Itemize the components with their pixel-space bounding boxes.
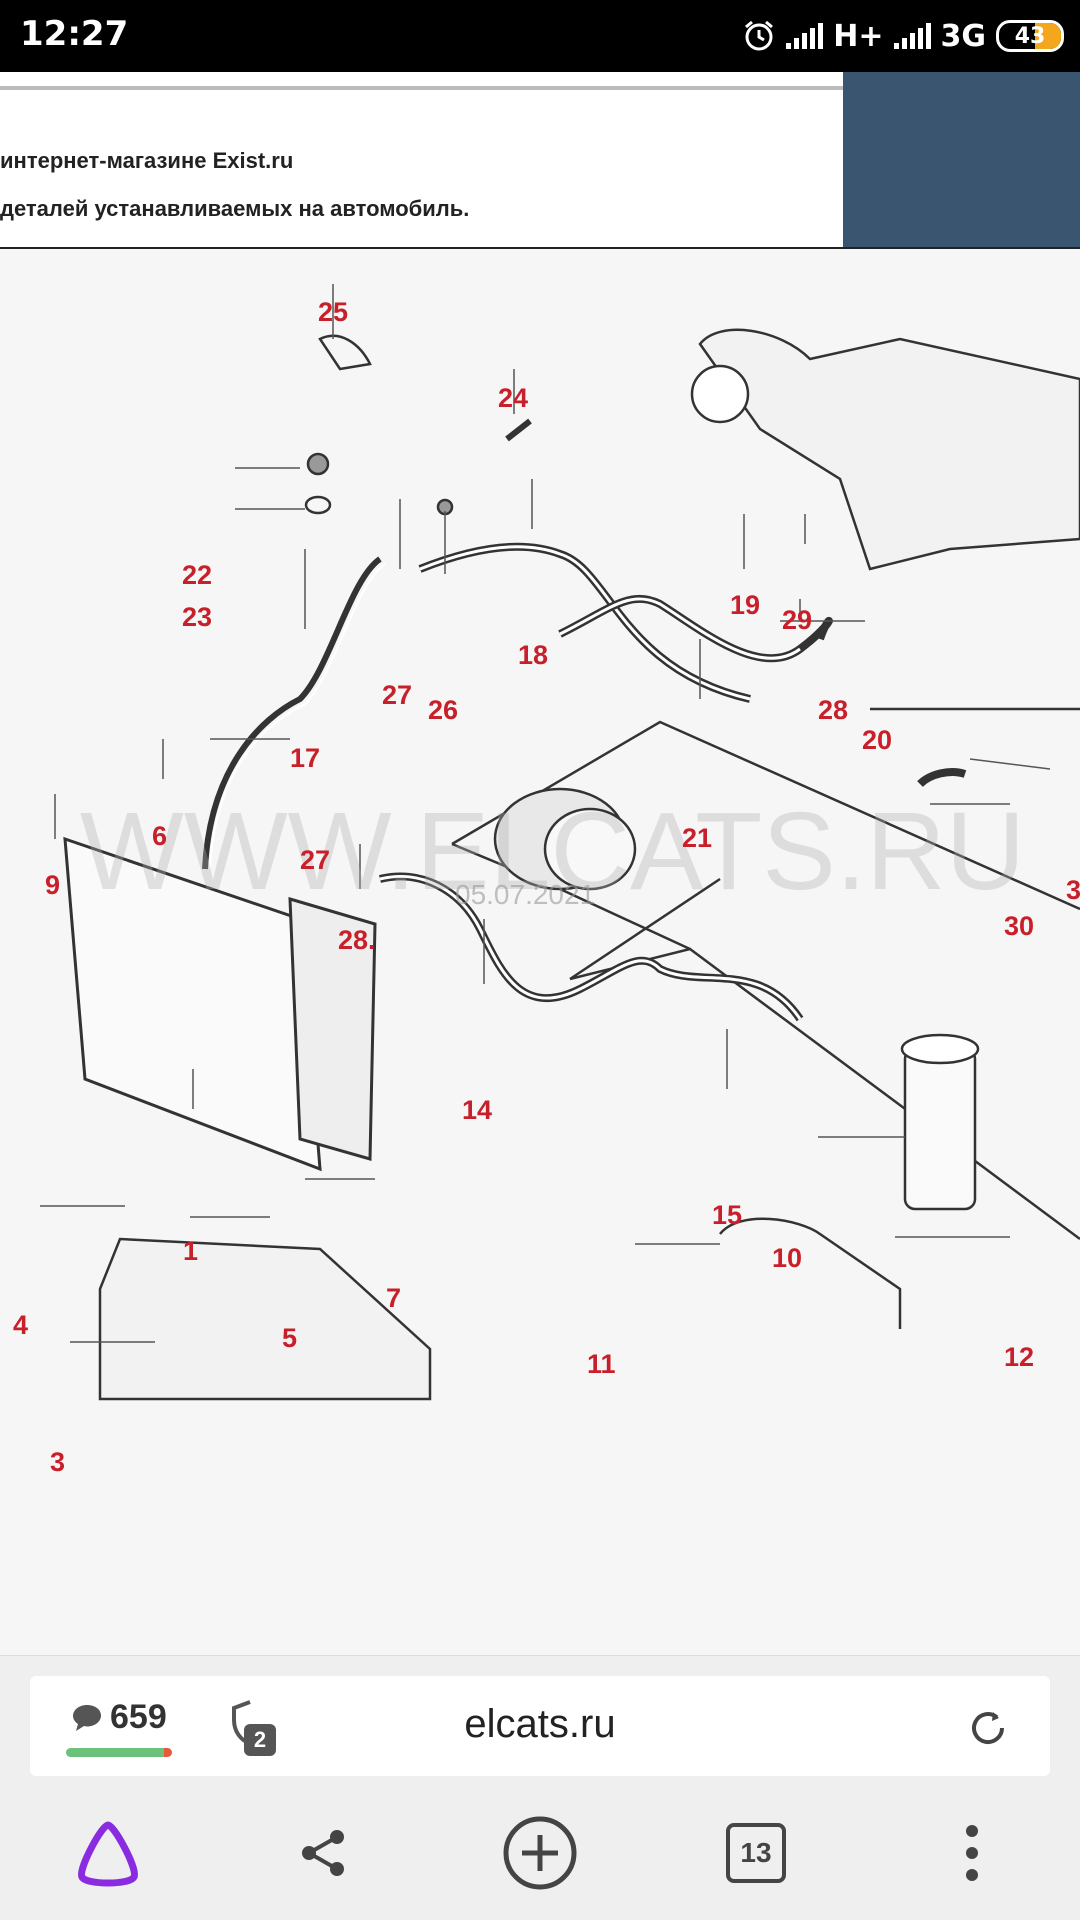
browser-bottom-bar: 659 2 elcats.ru	[0, 1655, 1080, 1786]
diagram-date: 05.07.2021	[455, 879, 595, 910]
part-label[interactable]: 26	[428, 695, 458, 725]
menu-button[interactable]	[932, 1813, 1012, 1893]
part-label[interactable]: 21	[682, 823, 712, 853]
part-label[interactable]: 4	[13, 1310, 28, 1340]
part-label[interactable]: 18	[518, 640, 548, 670]
diagram-watermark: WWW.ELCATS.RU	[80, 790, 1025, 913]
part-label[interactable]: 11	[587, 1349, 616, 1379]
parts-diagram[interactable]: WWW.ELCATS.RU 05.07.2021 25 24 22 23 18 27 26 1…	[0, 249, 1080, 1655]
page-url[interactable]: elcats.ru	[464, 1702, 616, 1746]
status-bar: 12:27 H+ 3G 43	[0, 0, 1080, 72]
parts-diagram-drawing: WWW.ELCATS.RU 05.07.2021 25 24 22 23 18 27 26 1…	[13, 284, 1080, 1477]
part-label[interactable]: 9	[45, 870, 60, 900]
battery-level: 43	[1014, 23, 1046, 49]
rating-positive	[66, 1748, 164, 1757]
part-label[interactable]: 1	[183, 1236, 198, 1266]
part-label[interactable]: 20	[862, 725, 892, 755]
new-tab-button[interactable]	[500, 1813, 580, 1893]
tracker-count-badge: 2	[244, 1724, 276, 1756]
part-label[interactable]: 5	[282, 1323, 297, 1353]
comment-bubble-icon	[73, 1704, 101, 1731]
part-label[interactable]: 30	[1004, 911, 1034, 941]
status-time: 12:27	[20, 14, 129, 54]
reload-icon[interactable]	[966, 1706, 1010, 1750]
banner-side-image	[843, 72, 1080, 247]
rating-negative	[163, 1748, 172, 1757]
part-label[interactable]: 27	[382, 680, 412, 710]
part-label[interactable]: 23	[182, 602, 212, 632]
comments-rating-bar	[66, 1748, 172, 1757]
network-type-2: 3G	[940, 18, 987, 54]
status-icons: H+ 3G 43	[742, 12, 1064, 60]
part-label[interactable]: 6	[152, 821, 167, 851]
plus-circle-icon	[503, 1816, 577, 1890]
part-label[interactable]: 17	[290, 743, 320, 773]
part-label[interactable]: 14	[462, 1095, 492, 1125]
tabs-count: 13	[726, 1823, 786, 1883]
signal-icon	[786, 23, 824, 49]
network-type-1: H+	[833, 18, 884, 54]
battery-icon: 43	[996, 20, 1064, 52]
banner-divider	[0, 86, 843, 90]
part-label[interactable]: 15	[712, 1200, 742, 1230]
part-label[interactable]: 24	[498, 383, 528, 413]
tabs-button[interactable]: 13	[716, 1813, 796, 1893]
more-vertical-icon	[966, 1825, 978, 1881]
part-label[interactable]: 25	[318, 297, 348, 327]
comments-count: 659	[110, 1698, 167, 1736]
part-label[interactable]: 7	[386, 1283, 401, 1313]
part-label[interactable]: 12	[1004, 1342, 1034, 1372]
part-label[interactable]: 22	[182, 560, 212, 590]
part-label[interactable]: 10	[772, 1243, 802, 1273]
part-label[interactable]: 19	[730, 590, 760, 620]
signal-icon-2	[893, 23, 931, 49]
part-label[interactable]: 3	[1066, 875, 1080, 905]
share-button[interactable]	[283, 1813, 363, 1893]
banner-line-1: интернет-магазине Exist.ru	[0, 148, 294, 173]
site-banner[interactable]: интернет-магазине Exist.ru деталей устан…	[0, 72, 1080, 249]
url-bar[interactable]: 659 2 elcats.ru	[30, 1676, 1050, 1776]
part-label[interactable]: 3	[50, 1447, 65, 1477]
comments-button[interactable]: 659	[70, 1698, 167, 1737]
share-icon	[302, 1830, 344, 1876]
part-label[interactable]: 28	[818, 695, 848, 725]
banner-line-2: деталей устанавливаемых на автомобиль.	[0, 196, 470, 221]
alice-icon	[78, 1821, 138, 1887]
protect-button[interactable]: 2	[228, 1698, 288, 1758]
alarm-icon	[745, 20, 774, 51]
part-label[interactable]: 28.	[338, 925, 376, 955]
bottom-navigation: 13	[0, 1785, 1080, 1920]
alice-assistant-button[interactable]	[68, 1813, 148, 1893]
part-label[interactable]: 29	[782, 605, 812, 635]
part-label[interactable]: 27	[300, 845, 330, 875]
